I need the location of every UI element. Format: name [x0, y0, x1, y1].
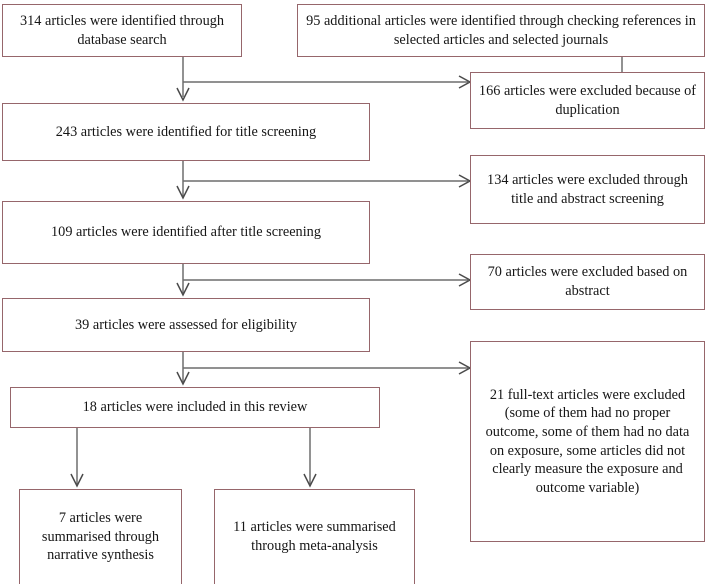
- node-excluded-duplication-label: 166 articles were excluded because of du…: [478, 82, 697, 118]
- arrowhead-down-assessed-eligibility: [176, 282, 190, 297]
- node-database-search: 314 articles were identified through dat…: [2, 4, 242, 57]
- node-excluded-full-text: 21 full-text articles were excluded (som…: [470, 341, 705, 542]
- node-excluded-abstract-label: 70 articles were excluded based on abstr…: [487, 264, 688, 299]
- node-excluded-title-abstract: 134 articles were excluded through title…: [470, 155, 705, 224]
- node-title-screening: 243 articles were identified for title s…: [2, 103, 370, 161]
- arrowhead-down-meta-analysis: [303, 473, 317, 488]
- node-excluded-abstract: 70 articles were excluded based on abstr…: [470, 254, 705, 310]
- node-additional-records-label: 95 additional articles were identified t…: [306, 12, 696, 48]
- node-meta-analysis-label: 11 articles were summarised through meta…: [233, 519, 396, 554]
- arrowhead-down-narrative-synthesis: [70, 473, 84, 488]
- node-narrative-synthesis-label: 7 articles were summarised through narra…: [41, 510, 160, 564]
- arrowhead-down-included-review: [176, 371, 190, 386]
- node-included-review: 18 articles were included in this review: [10, 387, 380, 428]
- node-excluded-title-abstract-label: 134 articles were excluded through title…: [487, 171, 688, 207]
- node-narrative-synthesis: 7 articles were summarised through narra…: [19, 489, 182, 584]
- node-title-screening-label: 243 articles were identified for title s…: [55, 123, 317, 140]
- node-excluded-duplication: 166 articles were excluded because of du…: [470, 72, 705, 129]
- node-excluded-full-text-label: 21 full-text articles were excluded (som…: [485, 386, 690, 496]
- arrowhead-down-after-title-screening: [176, 185, 190, 200]
- node-included-review-label: 18 articles were included in this review: [82, 399, 308, 416]
- node-assessed-eligibility-label: 39 articles were assessed for eligibilit…: [75, 316, 297, 333]
- node-database-search-label: 314 articles were identified through dat…: [19, 12, 225, 48]
- node-after-title-screening: 109 articles were identified after title…: [2, 201, 370, 264]
- node-assessed-eligibility: 39 articles were assessed for eligibilit…: [2, 298, 370, 352]
- node-meta-analysis: 11 articles were summarised through meta…: [214, 489, 415, 584]
- node-after-title-screening-label: 109 articles were identified after title…: [51, 224, 321, 241]
- arrowhead-down-title-screening-left: [176, 87, 190, 102]
- node-additional-records: 95 additional articles were identified t…: [297, 4, 705, 57]
